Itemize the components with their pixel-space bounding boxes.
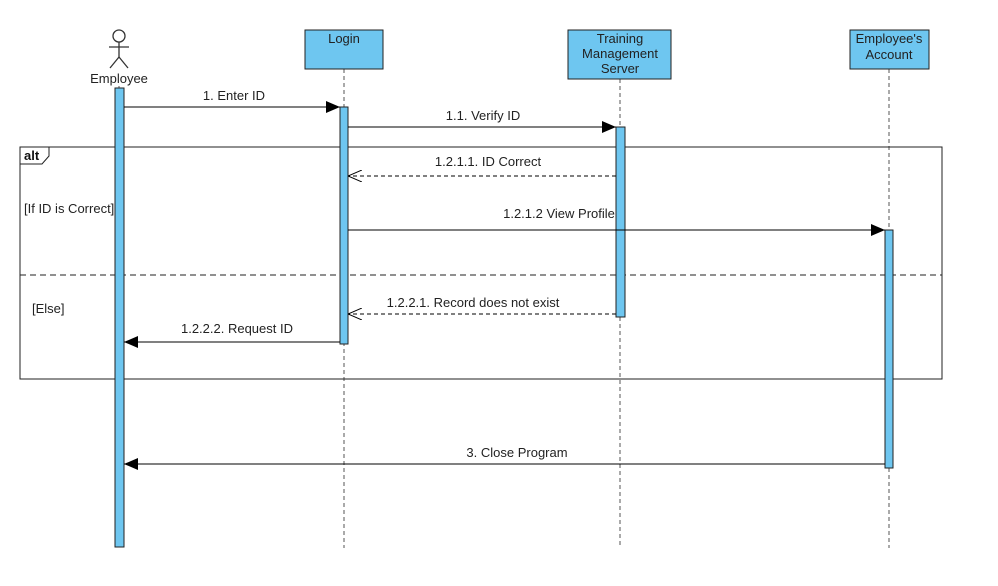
activation-tms [615,126,626,318]
alt-guard-else: [Else] [32,301,65,316]
alt-fragment: alt [If ID is Correct] [Else] [19,146,943,380]
participant-account-label-line-2: Account [866,47,913,62]
message-record-not-exist: 1.2.2.1. Record does not exist [348,295,616,314]
message-id-correct-label: 1.2.1.1. ID Correct [435,154,542,169]
participant-tms-box [567,29,672,80]
message-close-program: 3. Close Program [124,445,885,470]
message-verify-id: 1.1. Verify ID [348,108,616,133]
actor-icon [109,29,129,69]
alt-fragment-operator: alt [24,148,40,163]
participant-tms-label-line-2: Management [582,46,658,61]
activation-account [884,229,894,469]
message-view-profile-label: 1.2.1.2 View Profile [503,206,615,221]
message-view-profile: 1.2.1.2 View Profile [348,206,885,236]
participant-tms: Training Management Server [567,29,672,80]
participant-tms-label-line-3: Server [601,61,640,76]
message-request-id: 1.2.2.2. Request ID [124,321,340,348]
activation-employee [114,87,125,548]
message-close-program-label: 3. Close Program [466,445,567,460]
alt-fragment-frame [19,146,943,380]
message-verify-id-label: 1.1. Verify ID [446,108,520,123]
participant-account-label-line-1: Employee's [856,31,923,46]
message-record-not-exist-label: 1.2.2.1. Record does not exist [387,295,560,310]
alt-guard-if: [If ID is Correct] [24,201,114,216]
participant-employee: Employee [90,29,148,86]
activation-login [339,106,349,345]
participant-account: Employee's Account [849,29,930,70]
participant-login: Login [304,29,384,70]
participant-account-box [849,29,930,70]
message-id-correct: 1.2.1.1. ID Correct [348,154,616,176]
participant-employee-label: Employee [90,71,148,86]
participant-tms-label-line-1: Training [597,31,643,46]
message-request-id-label: 1.2.2.2. Request ID [181,321,293,336]
message-enter-id: 1. Enter ID [124,88,340,113]
participant-login-label: Login [328,31,360,46]
message-enter-id-label: 1. Enter ID [203,88,265,103]
participant-login-box [304,29,384,70]
alt-fragment-tab [19,146,50,165]
